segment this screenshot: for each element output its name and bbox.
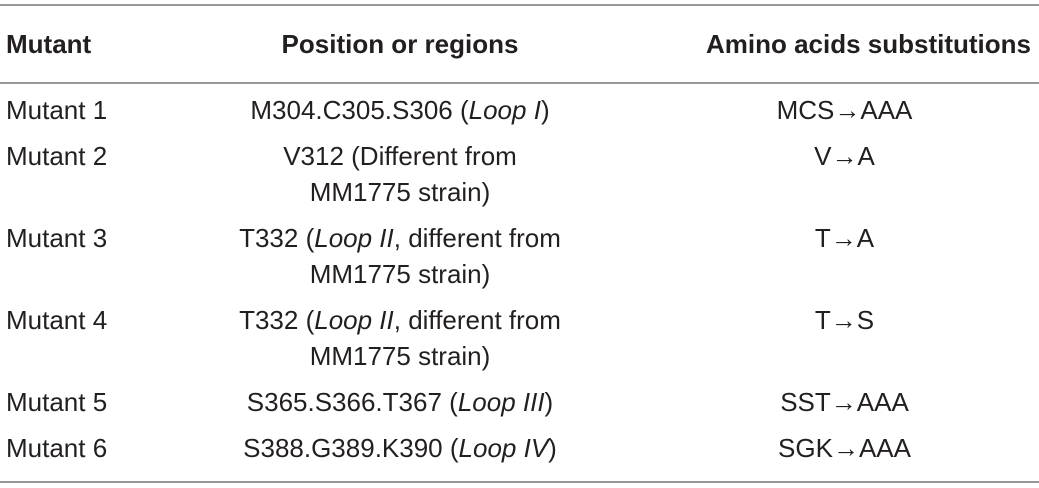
table-row: Mutant 5 S365.S366.T367 (Loop III) SST→A… (0, 384, 1039, 430)
substitution-cell: SGK→AAA (778, 433, 911, 463)
position-cell: M304.C305.S306 (Loop I) (250, 95, 550, 125)
header-row: Mutant Position or regions Amino acids s… (0, 6, 1039, 82)
substitution-cell: SST→AAA (780, 387, 909, 417)
mutant-cell: Mutant 6 (6, 433, 108, 463)
table-row: Mutant 6 S388.G389.K390 (Loop IV) SGK→AA… (0, 430, 1039, 476)
header-position: Position or regions (281, 28, 519, 59)
top-rule (0, 4, 1039, 6)
substitution-cell: T→A (814, 223, 875, 253)
substitution-cell: MCS→AAA (776, 95, 913, 125)
bottom-rule (0, 481, 1039, 483)
mutant-cell: Mutant 2 (6, 141, 108, 171)
header-rule (0, 82, 1039, 84)
table-row: Mutant 1 M304.C305.S306 (Loop I) MCS→AAA (0, 82, 1039, 138)
data-table: Mutant Position or regions Amino acids s… (0, 6, 1039, 476)
mutant-cell: Mutant 4 (6, 305, 108, 335)
header-substitution: Amino acids substitutions (705, 28, 1031, 59)
header-mutant: Mutant (6, 28, 92, 59)
substitution-cell: T→S (814, 305, 875, 335)
mutant-cell: Mutant 3 (6, 223, 108, 253)
position-cell: S388.G389.K390 (Loop IV) (243, 433, 557, 463)
position-cell: S365.S366.T367 (Loop III) (246, 387, 554, 417)
mutant-cell: Mutant 5 (6, 387, 108, 417)
mutant-cell: Mutant 1 (6, 95, 108, 125)
substitution-cell: V→A (814, 141, 875, 171)
